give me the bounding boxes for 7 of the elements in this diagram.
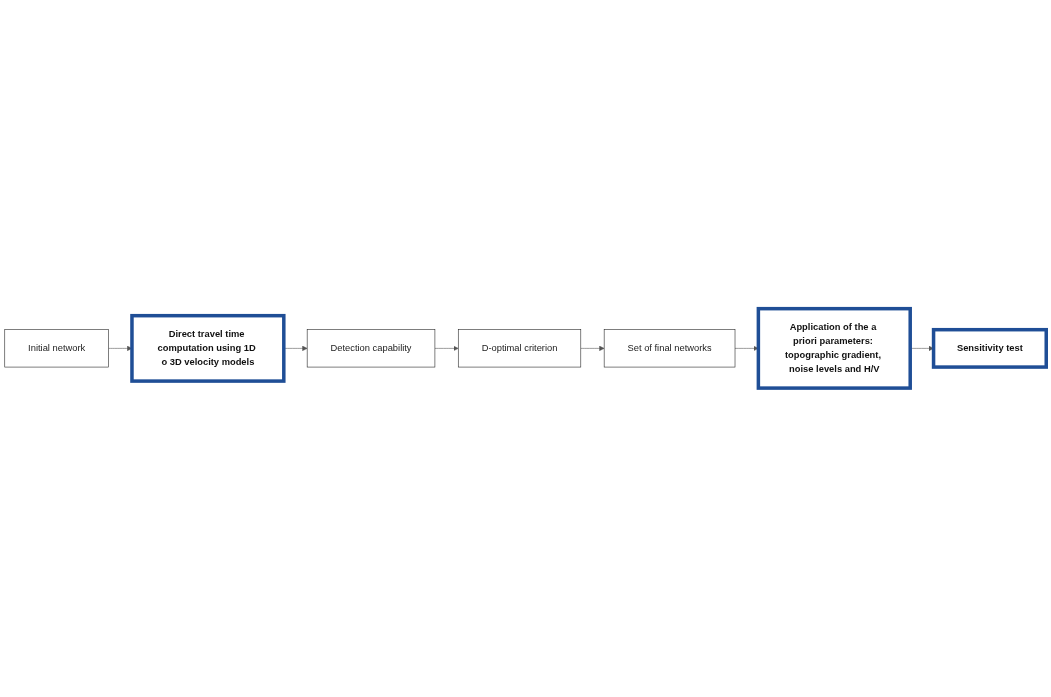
node-box: Sensitivity test xyxy=(931,328,1048,369)
node-box: Direct travel time computation using 1D o 3D velocity models xyxy=(130,314,286,383)
node-box: Initial network xyxy=(4,329,109,368)
node-box: Application of the a priori parameters: topographic gradient, noise levels and H/V xyxy=(756,307,912,390)
node-box: Set of final networks xyxy=(603,329,736,368)
node-box: D-optimal criterion xyxy=(457,329,582,368)
node-box: Detection capability xyxy=(306,329,436,368)
